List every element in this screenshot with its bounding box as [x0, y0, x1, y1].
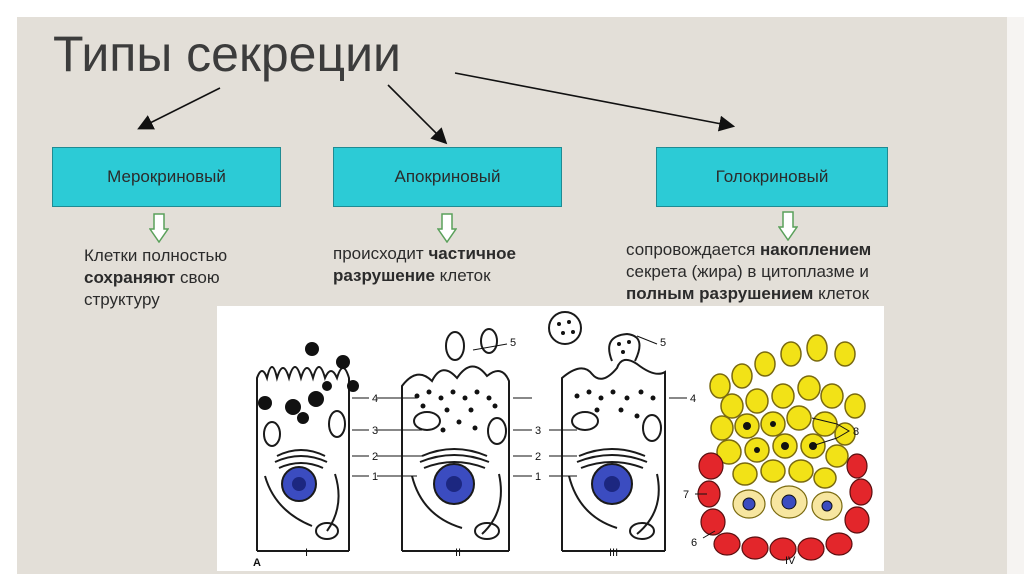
callout-1b: 1	[535, 471, 541, 483]
desc-text: клеток	[813, 284, 870, 303]
roman-IV: IV	[785, 555, 796, 567]
arrow-to-holocrine	[454, 72, 736, 132]
callout-2: 2	[372, 451, 378, 463]
callout-8: 8	[853, 426, 859, 438]
cell-holocrine-illustration	[697, 334, 873, 561]
callout-6: 6	[691, 537, 697, 549]
roman-II: II	[455, 547, 461, 559]
right-edge-stripe	[1007, 17, 1024, 574]
apocrine-down-arrow-icon	[437, 213, 457, 243]
merocrine-label: Мерокриновый	[107, 167, 226, 186]
desc-text: клеток	[434, 266, 491, 285]
cell-apocrine-illustration	[401, 328, 510, 552]
callout-5: 5	[510, 337, 516, 349]
secretion-illustration: 4 3 2 1 5 3 2 1 5 4 8 7 6 I II III IV А	[217, 306, 884, 571]
holocrine-box: Голокриновый	[656, 147, 888, 207]
panel-letter: А	[253, 557, 261, 569]
callout-3b: 3	[535, 425, 541, 437]
desc-bold: частичное	[428, 244, 516, 263]
desc-bold: разрушение	[333, 266, 435, 285]
desc-text: Клетки полностью	[84, 246, 228, 265]
desc-text: структуру	[84, 290, 160, 309]
desc-text: свою	[175, 268, 220, 287]
desc-text: сопровождается	[626, 240, 761, 259]
merocrine-down-arrow-icon	[149, 213, 169, 243]
arrow-to-merocrine	[137, 87, 221, 130]
desc-text: происходит	[333, 244, 429, 263]
apocrine-description: происходит частичное разрушение клеток	[333, 243, 593, 287]
cell-merocrine-illustration	[256, 366, 350, 552]
holocrine-description: сопровождается накоплением секрета (жира…	[626, 239, 956, 305]
apocrine-label: Апокриновый	[394, 167, 501, 186]
holocrine-down-arrow-icon	[778, 211, 798, 241]
callout-4b: 4	[690, 393, 696, 405]
roman-I: I	[305, 547, 308, 559]
desc-text: секрета (жира) в цитоплазме и	[626, 262, 869, 281]
apocrine-box: Апокриновый	[333, 147, 562, 207]
merocrine-box: Мерокриновый	[52, 147, 281, 207]
callout-4: 4	[372, 393, 378, 405]
cell-apocrine-stage-illustration	[548, 311, 666, 552]
callout-1: 1	[372, 471, 378, 483]
desc-bold: полным разрушением	[626, 284, 814, 303]
desc-bold: сохраняют	[84, 268, 176, 287]
roman-III: III	[609, 547, 618, 559]
callout-5b: 5	[660, 337, 666, 349]
merocrine-description: Клетки полностью сохраняют свою структур…	[84, 245, 284, 311]
slide-title: Типы секреции	[53, 26, 401, 82]
callout-7: 7	[683, 489, 689, 501]
arrow-to-apocrine	[387, 84, 448, 145]
callout-3: 3	[372, 425, 378, 437]
holocrine-label: Голокриновый	[715, 167, 829, 186]
desc-bold: накоплением	[760, 240, 872, 259]
callout-2b: 2	[535, 451, 541, 463]
